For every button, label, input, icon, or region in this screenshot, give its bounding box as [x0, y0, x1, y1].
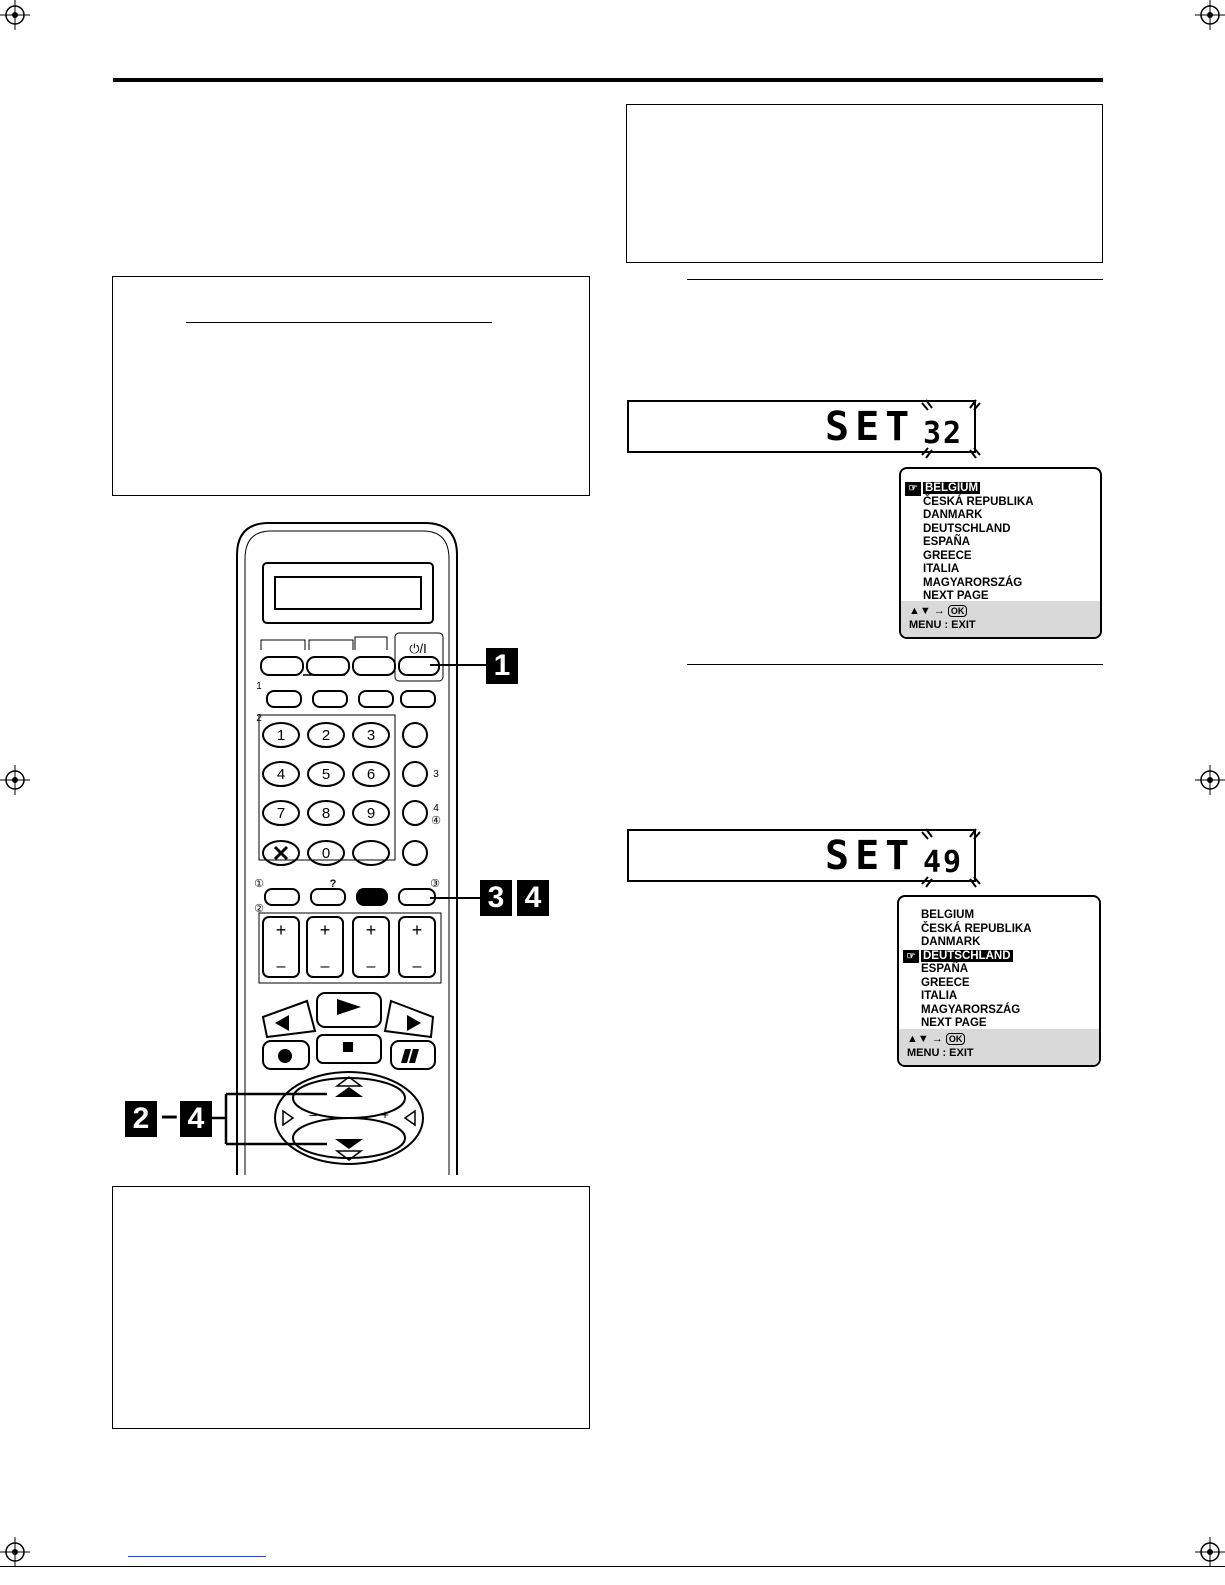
- up-down-arrow-icon: ▲▼: [909, 605, 931, 617]
- osd-exit-hint: MENU : EXIT: [909, 619, 976, 631]
- key-8[interactable]: 8: [322, 805, 330, 822]
- key-9[interactable]: 9: [367, 805, 375, 822]
- key-3[interactable]: 3: [367, 727, 375, 744]
- circle-label-1: ①: [254, 878, 264, 890]
- tab-label-2: 2: [256, 713, 262, 724]
- left-info-box: [112, 276, 590, 496]
- step-range-dash: –: [161, 1099, 178, 1132]
- step-marker-4: 4: [517, 880, 549, 916]
- footer-link-underline: [128, 1556, 266, 1557]
- registration-mark-bottom-right: [1195, 1537, 1225, 1567]
- key-0[interactable]: 0: [322, 845, 330, 862]
- pointer-icon: ☞: [903, 949, 919, 963]
- nav-plus: +: [381, 1107, 389, 1122]
- display-set-label: SET: [825, 404, 916, 450]
- osd-nav-hint: ▲▼ → OK: [909, 604, 1092, 618]
- country-item[interactable]: NEXT PAGE: [923, 590, 989, 602]
- callout-bracket-2-4: [212, 1092, 327, 1146]
- pointer-icon: ☞: [905, 482, 921, 496]
- display-set-value: 49: [923, 845, 964, 880]
- circle-label-4: ④: [431, 815, 441, 827]
- key-6[interactable]: 6: [367, 766, 375, 783]
- country-item[interactable]: MAGYARORSZÁG: [921, 1003, 1021, 1016]
- country-item[interactable]: MAGYARORSZÁG: [923, 576, 1023, 589]
- tab-label-3: 3: [433, 769, 439, 780]
- left-info-box-underline: [186, 322, 492, 323]
- step-rule-1: [687, 279, 1103, 280]
- step-marker-3: 3: [480, 880, 512, 916]
- step-marker-4b: 4: [180, 1101, 212, 1137]
- key-4[interactable]: 4: [277, 766, 285, 783]
- vol-plus-4[interactable]: +: [412, 920, 423, 940]
- registration-mark-top-right: [1195, 0, 1225, 30]
- registration-mark-bottom-left: [0, 1537, 30, 1567]
- vol-plus-2[interactable]: +: [320, 920, 331, 940]
- country-item[interactable]: ITALIA: [923, 563, 960, 575]
- osd-footer-2: ▲▼ → OK MENU : EXIT: [899, 1029, 1099, 1065]
- ok-key-icon: OK: [945, 1033, 966, 1045]
- country-list-2: BELGIUM ČESKÁ REPUBLIKA DANMARK ☞DEUTSCH…: [899, 909, 1099, 1031]
- registration-mark-mid-left: [0, 765, 30, 795]
- vcr-display-2: SET 49: [627, 829, 976, 882]
- key-7[interactable]: 7: [277, 805, 285, 822]
- left-bottom-box: [112, 1186, 590, 1429]
- step-rule-2: [687, 664, 1103, 665]
- osd-exit-hint: MENU : EXIT: [907, 1047, 974, 1059]
- country-item[interactable]: ESPAÑA: [921, 963, 969, 975]
- registration-mark-mid-right: [1195, 765, 1225, 795]
- vcr-display-1: SET 32: [627, 400, 976, 453]
- tab-label-4: 4: [433, 803, 439, 814]
- help-question-icon: ?: [330, 878, 337, 890]
- step-marker-1: 1: [486, 648, 518, 684]
- country-item[interactable]: NEXT PAGE: [921, 1017, 987, 1029]
- vol-plus-3[interactable]: +: [366, 920, 377, 940]
- osd-nav-hint: ▲▼ → OK: [907, 1032, 1091, 1046]
- osd-footer-1: ▲▼ → OK MENU : EXIT: [901, 601, 1100, 637]
- key-2[interactable]: 2: [322, 727, 330, 744]
- circle-label-2: ②: [254, 903, 264, 915]
- vol-minus-2[interactable]: –: [321, 958, 330, 975]
- country-menu-osd-2: BELGIUM ČESKÁ REPUBLIKA DANMARK ☞DEUTSCH…: [897, 895, 1101, 1067]
- circle-label-3: ③: [430, 878, 440, 890]
- country-item[interactable]: ITALIA: [921, 990, 958, 1002]
- callout-line-1: [430, 664, 486, 666]
- right-note-box: [626, 104, 1103, 263]
- step-marker-2: 2: [125, 1101, 157, 1137]
- blink-marks-1: [921, 399, 981, 459]
- country-item[interactable]: ESPAÑA: [923, 536, 971, 548]
- header-rule: [113, 78, 1103, 82]
- country-list-1: ☞BELGIUM ČESKÁ REPUBLIKA DANMARK DEUTSCH…: [901, 482, 1100, 604]
- display-set-label: SET: [825, 833, 916, 879]
- blink-marks-2: [921, 828, 981, 888]
- registration-mark-top-left: [0, 0, 30, 30]
- up-down-arrow-icon: ▲▼: [907, 1033, 929, 1045]
- country-item[interactable]: ČESKÁ REPUBLIKA: [921, 922, 1032, 935]
- vol-minus-3[interactable]: –: [367, 958, 376, 975]
- country-item[interactable]: ☞BELGIUM: [901, 482, 1100, 496]
- display-set-value: 32: [923, 416, 964, 451]
- country-item[interactable]: DEUTSCHLAND: [923, 522, 1011, 535]
- remote-control-illustration: 1 2 3 4 5 6 7 8 9 0 ⏻/I 1 2 3 4 ④ ① ② ③ …: [236, 522, 458, 1175]
- country-item[interactable]: BELGIUM: [921, 909, 975, 921]
- country-item[interactable]: GREECE: [921, 976, 970, 989]
- country-item[interactable]: DANMARK: [921, 936, 981, 948]
- tab-label-1: 1: [256, 681, 262, 692]
- country-item[interactable]: ☞DEUTSCHLAND: [899, 949, 1099, 963]
- country-menu-osd-1: ☞BELGIUM ČESKÁ REPUBLIKA DANMARK DEUTSCH…: [899, 467, 1102, 639]
- vol-minus-1[interactable]: –: [277, 958, 286, 975]
- callout-line-3-4: [430, 897, 480, 899]
- key-1[interactable]: 1: [277, 727, 285, 744]
- country-item[interactable]: DANMARK: [923, 509, 983, 521]
- footer-rule: [0, 1566, 1225, 1567]
- country-item[interactable]: GREECE: [923, 549, 972, 562]
- key-5[interactable]: 5: [322, 766, 330, 783]
- country-item[interactable]: ČESKÁ REPUBLIKA: [923, 495, 1034, 508]
- vol-plus-1[interactable]: +: [276, 920, 287, 940]
- power-label: ⏻/I: [409, 641, 427, 656]
- vol-minus-4[interactable]: –: [413, 958, 422, 975]
- ok-key-icon: OK: [947, 605, 968, 617]
- nav-minus: –: [309, 1107, 317, 1122]
